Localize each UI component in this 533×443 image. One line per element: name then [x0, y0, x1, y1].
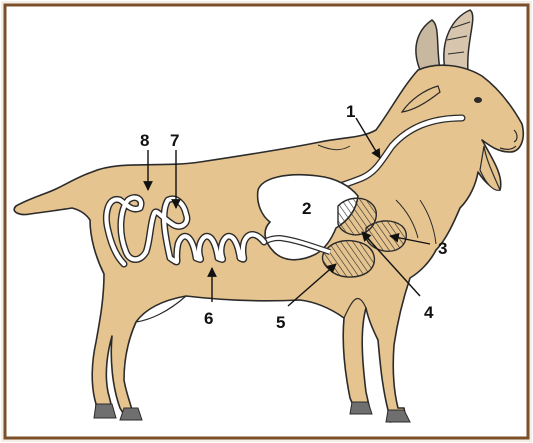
omasum: [366, 221, 406, 251]
eye: [474, 97, 482, 103]
hoof-back-left: [94, 404, 116, 418]
hoof-front-left: [350, 402, 372, 414]
callout-6: 6: [204, 309, 213, 328]
hoof-back-right: [120, 408, 142, 420]
callout-1: 1: [346, 102, 355, 121]
callout-4: 4: [424, 303, 434, 322]
callout-7: 7: [170, 131, 179, 150]
callout-2: 2: [302, 199, 311, 218]
callout-8: 8: [140, 131, 149, 150]
callout-3: 3: [438, 239, 447, 258]
callout-5: 5: [276, 313, 285, 332]
